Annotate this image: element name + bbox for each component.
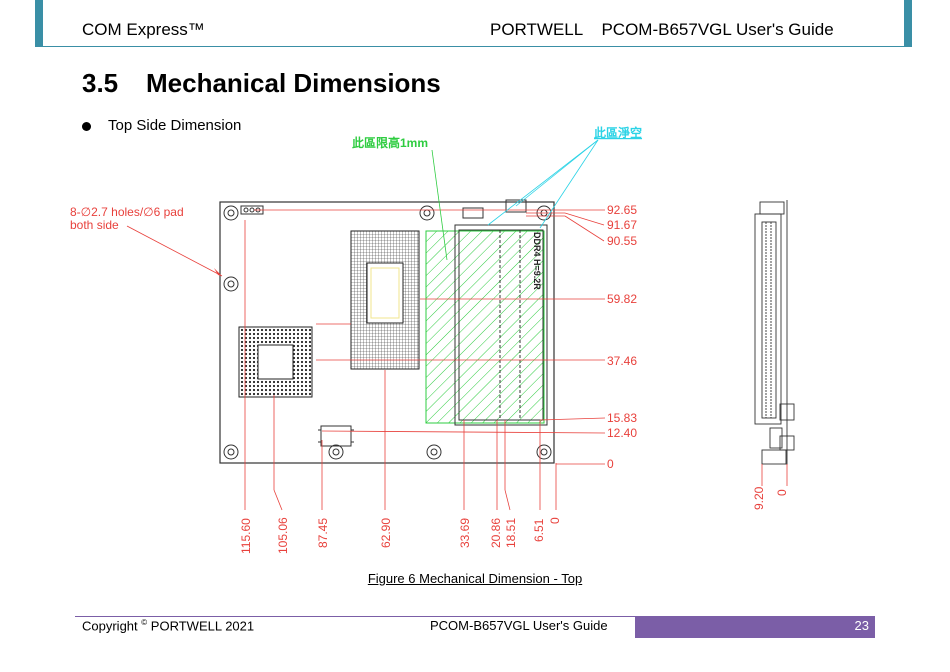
dim-right-2: 91.67 [607,218,637,232]
sodimm-socket [454,224,548,426]
dim-right-5: 37.46 [607,354,637,368]
cpu-die [366,262,404,324]
figure-caption: Figure 6 Mechanical Dimension - Top [367,571,583,586]
top-connector [505,199,527,213]
footer-guide-title: PCOM-B657VGL User's Guide [430,618,608,633]
mechanical-drawing: DDR4 H=9.2R 此區限高 [70,125,795,554]
dim-side-2: 0 [775,489,789,496]
copyright-symbol: © [141,618,148,627]
section-heading: 3.5 Mechanical Dimensions [82,68,441,99]
header-accent-right [904,0,912,46]
board-outline [219,201,555,464]
dim-right-6: 15.83 [607,411,637,425]
dim-bottom-7: 18.51 [504,518,518,548]
footer-rule [75,616,635,617]
dim-bottom-3: 87.45 [316,518,330,548]
dim-bottom-5: 33.69 [458,518,472,548]
page-number: 23 [854,618,869,633]
dim-bottom-8: 6.51 [532,518,546,542]
side-view [754,200,795,465]
bullet-text: Top Side Dimension [108,117,242,134]
dim-right-7: 12.40 [607,426,637,440]
dimm-label: DDR4 H=9.2R [532,232,542,290]
dim-bottom-4: 62.90 [379,518,393,548]
section-number: 3.5 [82,68,119,98]
dim-bottom-9: 0 [548,517,562,524]
dim-bottom-2: 105.06 [276,517,290,554]
bullet-icon [82,122,91,131]
header-rule [35,46,912,47]
battery-holder [318,425,354,447]
header-accent-left [35,0,43,46]
dim-right-3: 90.55 [607,234,637,248]
dim-bottom-1: 115.60 [239,518,253,554]
footer-copyright: Copyright © PORTWELL 2021 [82,618,255,634]
header-document-title: PORTWELL PCOM-B657VGL User's Guide [490,20,834,39]
dimm-height-limit-area [425,230,545,424]
dim-bottom-6: 20.86 [489,518,503,548]
dim-right-4: 59.82 [607,292,637,306]
holes-note-line2: both side [70,218,119,232]
dim-side-1: 9.20 [752,486,766,510]
small-header [462,207,484,219]
height-limit-note: 此區限高1mm [352,135,428,150]
section-title: Mechanical Dimensions [146,68,441,98]
header-product-name: COM Express™ [82,20,205,39]
keepout-note: 此區淨空 [594,125,642,140]
holes-note-line1: 8-∅2.7 holes/∅6 pad [70,205,184,219]
dim-right-1: 92.65 [607,203,637,217]
dim-right-8: 0 [607,457,614,471]
footer-page-band: 23 [635,616,875,638]
